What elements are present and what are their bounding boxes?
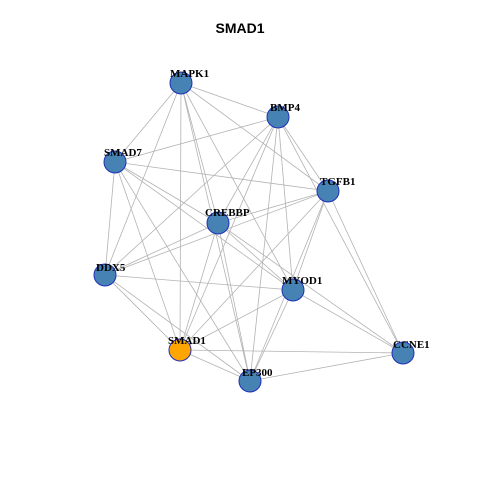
edge-smad7-crebbp xyxy=(114,161,219,224)
nodes-layer xyxy=(93,71,415,393)
edge-crebbp-ccne1 xyxy=(217,222,404,354)
edge-tgfb1-smad1 xyxy=(179,190,329,351)
edge-myod1-smad1 xyxy=(179,289,294,351)
node-ep300[interactable] xyxy=(238,369,262,393)
node-label-bmp4: BMP4 xyxy=(270,102,300,114)
edge-ep300-ccne1 xyxy=(249,352,404,382)
edge-mapk1-myod1 xyxy=(180,82,294,291)
node-ccne1[interactable] xyxy=(391,341,415,365)
edge-mapk1-crebbp xyxy=(180,82,219,224)
edge-smad7-tgfb1 xyxy=(114,161,329,192)
edge-smad7-smad1 xyxy=(114,161,181,351)
edge-mapk1-smad7 xyxy=(114,82,182,163)
node-ddx5[interactable] xyxy=(93,263,117,287)
edge-ddx5-ep300 xyxy=(104,274,251,382)
edge-tgfb1-myod1 xyxy=(292,190,329,291)
edge-myod1-ccne1 xyxy=(292,289,404,354)
node-label-smad1: SMAD1 xyxy=(168,335,206,347)
node-label-mapk1: MAPK1 xyxy=(170,68,209,80)
node-myod1[interactable] xyxy=(281,278,305,302)
edge-crebbp-ddx5 xyxy=(104,222,219,276)
node-label-ccne1: CCNE1 xyxy=(393,339,430,351)
node-label-ddx5: DDX5 xyxy=(96,262,126,274)
edge-mapk1-smad1 xyxy=(179,82,182,351)
edge-bmp4-ep300 xyxy=(249,116,279,382)
edge-smad7-ep300 xyxy=(114,161,251,382)
edges-layer xyxy=(104,82,404,382)
node-label-smad7: SMAD7 xyxy=(104,147,142,159)
node-tgfb1[interactable] xyxy=(316,179,340,203)
node-smad7[interactable] xyxy=(103,150,127,174)
edge-tgfb1-crebbp xyxy=(217,190,329,224)
edge-bmp4-ccne1 xyxy=(277,116,404,354)
edge-crebbp-ep300 xyxy=(217,222,251,382)
edge-myod1-ep300 xyxy=(249,289,294,382)
node-label-myod1: MYOD1 xyxy=(282,275,322,287)
edge-bmp4-crebbp xyxy=(217,116,279,224)
edge-smad1-ccne1 xyxy=(179,349,404,354)
node-crebbp[interactable] xyxy=(206,211,230,235)
node-mapk1[interactable] xyxy=(169,71,193,95)
edge-bmp4-ddx5 xyxy=(104,116,279,276)
edge-crebbp-myod1 xyxy=(217,222,294,291)
edge-ddx5-myod1 xyxy=(104,274,294,291)
edge-mapk1-bmp4 xyxy=(180,82,279,118)
edge-smad7-ddx5 xyxy=(104,161,116,276)
node-label-ep300: EP300 xyxy=(242,367,273,379)
edge-ddx5-smad1 xyxy=(104,274,181,351)
edge-bmp4-smad7 xyxy=(114,116,279,163)
edge-bmp4-smad1 xyxy=(179,116,279,351)
edge-mapk1-tgfb1 xyxy=(180,82,329,192)
node-label-tgfb1: TGFB1 xyxy=(320,176,355,188)
edge-bmp4-tgfb1 xyxy=(277,116,329,192)
node-smad1[interactable] xyxy=(168,338,192,362)
node-label-crebbp: CREBBP xyxy=(205,207,250,219)
edge-tgfb1-ccne1 xyxy=(327,190,404,354)
edge-smad7-myod1 xyxy=(114,161,294,291)
edge-crebbp-smad1 xyxy=(179,222,219,351)
node-bmp4[interactable] xyxy=(266,105,290,129)
graph-title: SMAD1 xyxy=(215,20,265,36)
edge-smad1-ep300 xyxy=(179,349,251,382)
